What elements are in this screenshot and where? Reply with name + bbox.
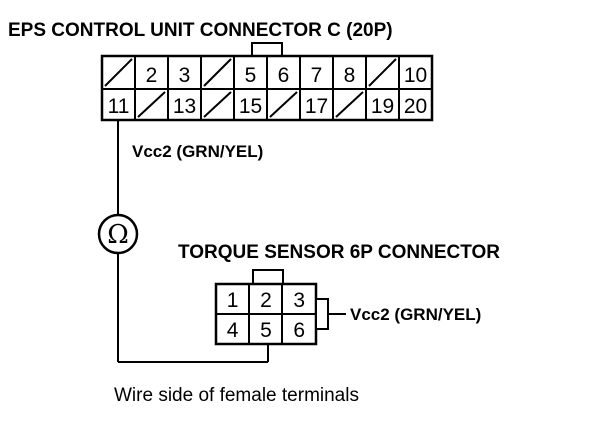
torque-terminal-2: 2 bbox=[260, 289, 272, 312]
unused-terminal-mark bbox=[203, 58, 232, 87]
terminal-8: 8 bbox=[344, 64, 356, 87]
torque-sensor-lock-tab bbox=[252, 269, 284, 285]
terminal-19: 19 bbox=[371, 95, 394, 118]
ohmmeter-icon: Ω bbox=[97, 213, 139, 255]
terminal-3: 3 bbox=[179, 64, 191, 87]
terminal-15: 15 bbox=[239, 95, 262, 118]
torque-terminal-4: 4 bbox=[227, 319, 239, 342]
torque-terminal-1: 1 bbox=[227, 289, 239, 312]
torque-sensor-title: TORQUE SENSOR 6P CONNECTOR bbox=[178, 242, 500, 263]
unused-terminal-mark bbox=[269, 91, 298, 118]
terminal-5: 5 bbox=[245, 64, 257, 87]
torque-terminal-6: 6 bbox=[293, 319, 305, 342]
terminal-7: 7 bbox=[311, 64, 323, 87]
unused-terminal-mark bbox=[203, 91, 232, 118]
unused-terminal-mark bbox=[104, 58, 133, 87]
terminal-17: 17 bbox=[305, 95, 328, 118]
torque-terminal-3: 3 bbox=[293, 289, 305, 312]
terminal-11: 11 bbox=[108, 95, 130, 118]
terminal-6: 6 bbox=[278, 64, 290, 87]
torque-sensor-side-latch bbox=[315, 298, 329, 330]
terminal-2: 2 bbox=[146, 64, 158, 87]
terminal-13: 13 bbox=[173, 95, 196, 118]
unused-terminal-mark bbox=[368, 58, 397, 87]
torque-terminal-5: 5 bbox=[260, 319, 272, 342]
wire-label-right: Vcc2 (GRN/YEL) bbox=[350, 305, 481, 324]
unused-terminal-mark bbox=[137, 91, 166, 118]
wire-label-top: Vcc2 (GRN/YEL) bbox=[132, 142, 263, 161]
connector-c-title: EPS CONTROL UNIT CONNECTOR C (20P) bbox=[8, 20, 393, 41]
unused-terminal-mark bbox=[335, 91, 364, 118]
terminal-20: 20 bbox=[404, 95, 427, 118]
caption: Wire side of female terminals bbox=[114, 385, 359, 406]
ohm-symbol: Ω bbox=[107, 220, 129, 250]
terminal-10: 10 bbox=[404, 64, 427, 87]
